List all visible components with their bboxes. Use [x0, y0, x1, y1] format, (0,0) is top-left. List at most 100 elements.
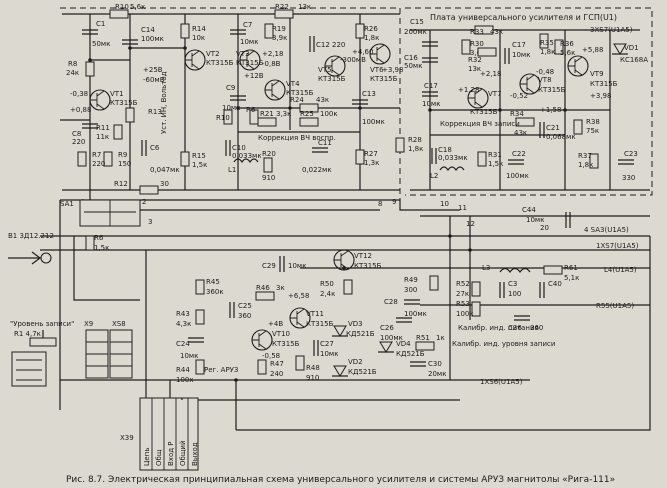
connector-block-x9 — [85, 329, 109, 379]
svg-text:100к: 100к — [320, 110, 338, 118]
transistor-vt6: VT6 КТ315Б — [369, 43, 398, 83]
resistor-r27: R27 1,3к — [355, 149, 379, 167]
svg-text:R1 4,7к: R1 4,7к — [14, 330, 41, 338]
svg-text:R7: R7 — [92, 151, 101, 159]
svg-text:C24: C24 — [176, 340, 190, 348]
resistor-r24: R24 43к — [290, 96, 329, 113]
resistor-r46: R46 3к — [255, 284, 285, 301]
svg-text:КТ315Б: КТ315Б — [306, 320, 334, 328]
capacitor-c22: C22 100мк — [506, 150, 529, 180]
svg-text:КТ315Б: КТ315Б — [470, 108, 498, 116]
capacitor-c21: C21 0,068мк — [539, 122, 576, 141]
pin-number: 11 — [458, 204, 467, 212]
svg-text:220: 220 — [332, 41, 345, 49]
svg-text:X39: X39 — [120, 434, 134, 442]
capacitor-c12: C12 220 — [309, 36, 345, 52]
connector-block-xs8 — [109, 329, 133, 379]
svg-text:C28: C28 — [384, 298, 398, 306]
capacitor-c10: C10 0,033мк — [225, 140, 262, 160]
svg-text:VT6: VT6 — [370, 66, 384, 74]
svg-text:360: 360 — [238, 312, 251, 320]
transistor-vt12: VT12 КТ315Б — [333, 249, 382, 271]
resistor-r11: R11 11к — [96, 124, 123, 141]
svg-text:24к: 24к — [66, 69, 79, 77]
svg-text:VT11: VT11 — [306, 310, 324, 318]
svg-text:11к: 11к — [96, 133, 109, 141]
svg-text:43к: 43к — [490, 28, 503, 36]
svg-text:330: 330 — [622, 174, 635, 182]
bus-wire-10 — [236, 236, 651, 431]
svg-text:27к: 27к — [456, 290, 469, 298]
resistor-r28: R28 1,8к — [395, 136, 423, 153]
svg-text:КТ315Б: КТ315Б — [354, 262, 382, 270]
svg-text:C30: C30 — [428, 360, 442, 368]
svg-text:R53: R53 — [456, 300, 470, 308]
svg-text:R28: R28 — [408, 136, 422, 144]
transistor-vt10: VT10 КТ315Б — [251, 329, 300, 351]
svg-text:1,5к: 1,5к — [94, 244, 109, 252]
svg-text:1,8к: 1,8к — [578, 161, 593, 169]
diode-vd3: VD3 КД521Б — [332, 320, 375, 338]
svg-text:VT7: VT7 — [488, 90, 502, 98]
diode-vd2: VD2 КД521Б — [332, 358, 377, 377]
svg-text:2,4к: 2,4к — [320, 290, 335, 298]
resistor-r21: R21 3,3к — [257, 110, 291, 127]
svg-text:10мк: 10мк — [512, 51, 530, 59]
voltage-label: +3,98 — [590, 92, 611, 100]
svg-text:C18: C18 — [438, 146, 452, 154]
svg-text:R34: R34 — [510, 110, 524, 118]
svg-text:R24: R24 — [290, 96, 304, 104]
svg-text:VD3: VD3 — [348, 320, 363, 328]
resistor-r34: R34 43к — [510, 110, 535, 137]
svg-text:C1: C1 — [96, 20, 105, 28]
board-outline-left — [60, 7, 401, 200]
svg-text:0,068мк: 0,068мк — [546, 133, 576, 141]
svg-text:R35: R35 — [540, 39, 554, 47]
svg-text:1,8к: 1,8к — [540, 48, 555, 56]
bus-wire-1 — [60, 199, 460, 211]
pin-number: 8 — [378, 200, 382, 208]
voltage-label: +5,88 — [582, 46, 603, 54]
voltage-label: +4В — [268, 320, 283, 328]
svg-text:Вход Р: Вход Р — [167, 441, 175, 466]
resistor-r44: R44 100к — [176, 359, 205, 384]
connector-xs6: 1XS6(U1A5) — [480, 378, 523, 386]
svg-text:КТ315Б: КТ315Б — [110, 99, 138, 107]
capacitor-c9: C9 10мк — [222, 84, 246, 112]
voltage-label: +1,58 — [540, 106, 561, 114]
svg-text:C17: C17 — [424, 82, 438, 90]
svg-text:10мк: 10мк — [222, 104, 240, 112]
resistor-r19: R19 3,9к — [264, 23, 287, 42]
voltage-label: -0,38 — [70, 90, 88, 98]
connector-x9: X9 — [84, 320, 93, 328]
svg-text:R30: R30 — [470, 40, 484, 48]
svg-text:Общ: Общ — [155, 449, 163, 466]
resistor-r51: R51 1к — [415, 334, 445, 351]
svg-text:10мк: 10мк — [240, 38, 258, 46]
capacitor-c40: C40 — [539, 280, 562, 298]
svg-text:5,6к: 5,6к — [560, 49, 575, 57]
svg-text:КТ315Б: КТ315Б — [206, 59, 234, 67]
resistor-r47: R47 240 — [257, 359, 284, 378]
capacitor-c3: C3 100 — [499, 280, 521, 298]
svg-text:R6: R6 — [94, 234, 104, 242]
svg-text:C14: C14 — [141, 26, 155, 34]
transistor-vt9: VT9 КТ315Б — [567, 55, 618, 88]
magnetic-head-b1: B1 3Д12.212 — [8, 232, 54, 265]
svg-text:C10: C10 — [232, 144, 246, 152]
svg-text:R44: R44 — [176, 366, 190, 374]
voltage-label: +12В — [244, 72, 264, 80]
svg-text:100: 100 — [508, 290, 521, 298]
resistor-r7: R7 220 — [77, 151, 105, 168]
svg-text:C36: C36 — [508, 324, 522, 332]
svg-text:C8: C8 — [72, 130, 81, 138]
resistor-r10: R10 5,6к — [109, 3, 145, 19]
svg-text:1,8к: 1,8к — [364, 34, 379, 42]
capacitor-c29: C29 10мк — [262, 256, 306, 272]
capacitor-c1: C1 50мк — [82, 20, 110, 48]
switch-sa1: SA1 — [60, 199, 141, 227]
svg-text:R25: R25 — [300, 110, 314, 118]
svg-text:R32: R32 — [468, 56, 482, 64]
voltage-label: -60мВ — [143, 76, 165, 84]
board-title: Плата универсального усилителя и ГСП(U1) — [430, 13, 617, 22]
